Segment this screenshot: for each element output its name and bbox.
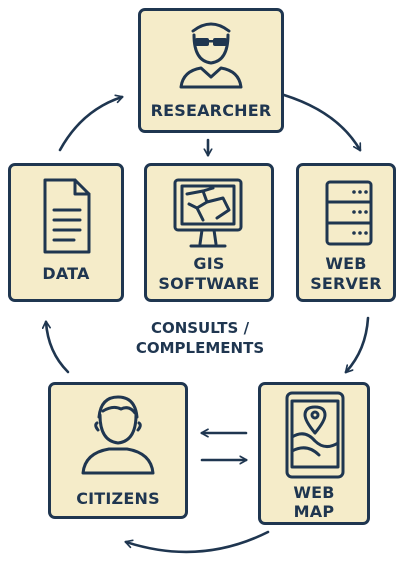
web-server-label-line2: SERVER [310,274,382,293]
web-map-label-line1: WEB [293,483,335,502]
gis-software-node: GIS SOFTWARE [144,163,274,302]
document-icon [43,178,91,254]
arrow-data-to-researcher [58,97,122,152]
researcher-label: RESEARCHER [150,101,272,120]
gis-software-label-line1: GIS [193,254,225,273]
arrow-citizens-to-data [46,322,70,374]
server-icon [325,180,373,246]
arrow-webmap-to-citizens [126,530,270,554]
center-label-line1: CONSULTS / [150,319,250,337]
researcher-icon [179,22,243,89]
arrow-researcher-to-server [282,93,362,150]
arrow-server-to-webmap [346,316,370,372]
citizens-node: CITIZENS [48,382,188,519]
web-map-label-line2: MAP [293,502,335,521]
monitor-map-icon [173,178,243,248]
data-node: DATA [8,163,124,302]
citizen-icon [81,395,155,475]
gis-software-label-line2: SOFTWARE [158,274,260,293]
mobile-map-icon [285,391,345,479]
web-server-label-line1: WEB [325,254,367,273]
researcher-node: RESEARCHER [138,8,284,133]
data-label: DATA [42,264,90,283]
citizens-label: CITIZENS [76,489,160,508]
center-label-line2: COMPLEMENTS [135,339,265,357]
web-map-node: WEB MAP [258,382,370,525]
web-server-node: WEB SERVER [296,163,396,302]
consults-complements-label: CONSULTS / COMPLEMENTS [120,318,280,358]
